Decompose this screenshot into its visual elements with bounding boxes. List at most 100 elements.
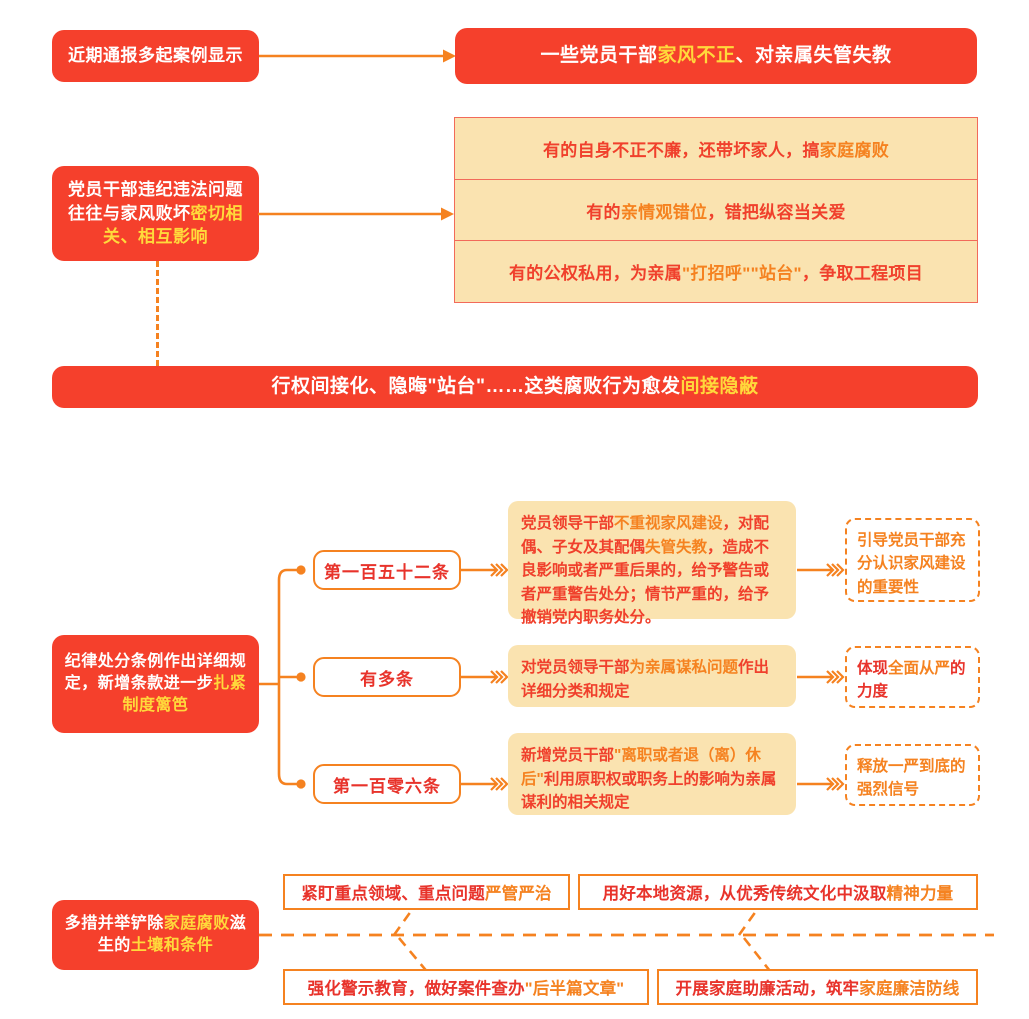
manifestation-row-2-text: 有的亲情观错位，错把纵容当关爱 <box>586 198 846 223</box>
m2-highlight: 亲情观错位 <box>620 202 708 222</box>
regulation-root-text: 纪律处分条例作出详细规定，新增条款进一步扎紧制度篱笆 <box>62 651 249 717</box>
source-box: 近期通报多起案例显示 <box>52 30 259 82</box>
measure-box-4-text: 开展家庭助廉活动，筑牢家庭廉洁防线 <box>676 975 960 999</box>
chevron-arrow-out-1-icon <box>797 563 845 577</box>
measure-box-3[interactable]: 强化警示教育，做好案件查办"后半篇文章" <box>283 969 649 1005</box>
headline-text: 一些党员干部家风不正、对亲属失管失教 <box>540 43 891 69</box>
measures-root-box: 多措并举铲除家庭腐败滋生的土壤和条件 <box>52 900 259 970</box>
clause-outcome-3: 释放一严到底的强烈信号 <box>845 744 980 806</box>
source-box-text: 近期通报多起案例显示 <box>68 46 243 66</box>
m1-prefix: 有的自身不正不廉，还带坏家人，搞 <box>542 140 820 160</box>
b1d0: 党员领导干部 <box>521 515 615 532</box>
headline-prefix: 一些党员干部 <box>540 44 658 66</box>
clause-outcome-1-text: 引导党员干部充分认识家风建设的重要性 <box>857 532 966 596</box>
headline-suffix: 、对亲属失管失教 <box>735 44 892 66</box>
mb3-highlight: "后半篇文章" <box>524 980 625 998</box>
m-root-3: 土壤和条件 <box>130 937 214 954</box>
clause-outcome-3-text: 释放一严到底的强烈信号 <box>857 758 966 798</box>
measure-box-3-text: 强化警示教育，做好案件查办"后半篇文章" <box>308 975 625 999</box>
b1d1: 不重视家风建设 <box>614 515 723 532</box>
m2-suffix: ，错把纵容当关爱 <box>707 202 846 222</box>
mb3-prefix: 强化警示教育，做好案件查办 <box>307 980 525 998</box>
reg-root-highlight: 扎紧制度篱笆 <box>122 674 247 715</box>
measure-box-1[interactable]: 紧盯重点领域、重点问题严管严治 <box>283 874 570 910</box>
mb1-prefix: 紧盯重点领域、重点问题 <box>301 885 485 903</box>
reg-root-prefix: 纪律处分条例作出详细规定，新增条款进一步 <box>64 652 247 692</box>
cause-highlight: 密切相关、相互影响 <box>103 203 243 247</box>
summary-highlight: 间接隐蔽 <box>680 375 759 397</box>
m2-prefix: 有的 <box>586 202 621 222</box>
b2o2: 的力度 <box>857 660 966 701</box>
cause-prefix: 党员干部违纪违法问题往往与家风败坏 <box>68 180 243 223</box>
b3o0: 释放一严到底的强烈信号 <box>857 758 966 799</box>
clause-pill-1[interactable]: 第一百五十二条 <box>313 550 461 590</box>
clause-outcome-2-text: 体现全面从严的力度 <box>857 660 966 700</box>
measure-box-4[interactable]: 开展家庭助廉活动，筑牢家庭廉洁防线 <box>657 969 978 1005</box>
clause-pill-2[interactable]: 有多条 <box>313 657 461 697</box>
chevron-arrow-out-3-icon <box>797 777 845 791</box>
b1d2: ，对配偶、子女及其配偶 <box>521 515 770 556</box>
b1d3: 失管失教 <box>645 538 708 556</box>
manifestation-row-2: 有的亲情观错位，错把纵容当关爱 <box>455 180 977 242</box>
clause-detail-3: 新增党员干部"离职或者退（离）休后"利用原职权或职务上的影响为亲属谋利的相关规定 <box>508 733 796 815</box>
b2d1: 为亲属谋私问题 <box>629 659 739 676</box>
clause-detail-1-text: 党员领导干部不重视家风建设，对配偶、子女及其配偶失管失教，造成不良影响或者严重后… <box>521 515 769 626</box>
mb1-highlight: 严管严治 <box>484 885 552 903</box>
arrow-cause-to-table <box>258 207 454 221</box>
m3-highlight: "打招呼""站台" <box>681 264 802 284</box>
manifestation-row-3: 有的公权私用，为亲属"打招呼""站台"，争取工程项目 <box>455 241 977 302</box>
chevron-arrow-2-icon <box>461 670 509 684</box>
mb4-highlight: 家庭廉洁防线 <box>859 980 960 998</box>
summary-text: 行权间接化、隐晦"站台"……这类腐败行为愈发间接隐蔽 <box>271 374 758 400</box>
m-root-2: 滋生的 <box>97 914 247 954</box>
summary-prefix: 行权间接化、隐晦"站台"……这类腐败行为愈发 <box>271 375 681 397</box>
b1d4: ，造成不良影响或者严重后果的，给予警告或者严重警告处分；情节严重的，给予撤销党内… <box>521 538 770 627</box>
m3-suffix: ，争取工程项目 <box>801 264 924 284</box>
mb2-highlight: 精神力量 <box>886 885 954 903</box>
m3-prefix: 有的公权私用，为亲属 <box>508 264 682 284</box>
b1o0: 引导党员干部充分认识家风建设的重要性 <box>857 532 966 596</box>
chevron-arrow-out-2-icon <box>797 670 845 684</box>
m-root-1: 家庭腐败 <box>163 914 230 932</box>
b3d1: "离职或者退（离）休后" <box>521 747 761 788</box>
regulation-root-box: 纪律处分条例作出详细规定，新增条款进一步扎紧制度篱笆 <box>52 635 259 733</box>
manifestation-row-1-text: 有的自身不正不廉，还带坏家人，搞家庭腐败 <box>543 136 889 161</box>
m1-highlight: 家庭腐败 <box>819 140 889 160</box>
b2d2: 作出详细分类和规定 <box>521 659 770 700</box>
clause-detail-3-text: 新增党员干部"离职或者退（离）休后"利用原职权或职务上的影响为亲属谋利的相关规定 <box>521 747 776 811</box>
clause-pill-1-label: 第一百五十二条 <box>324 562 450 582</box>
b2d0: 对党员领导干部 <box>521 659 630 676</box>
summary-banner: 行权间接化、隐晦"站台"……这类腐败行为愈发间接隐蔽 <box>52 366 978 408</box>
cause-box: 党员干部违纪违法问题往往与家风败坏密切相关、相互影响 <box>52 166 259 261</box>
clause-pill-2-label: 有多条 <box>360 669 414 689</box>
headline-highlight: 家风不正 <box>657 44 736 66</box>
clause-detail-1: 党员领导干部不重视家风建设，对配偶、子女及其配偶失管失教，造成不良影响或者严重后… <box>508 501 796 626</box>
clause-detail-2-text: 对党员领导干部为亲属谋私问题作出详细分类和规定 <box>521 659 769 700</box>
headline-box: 一些党员干部家风不正、对亲属失管失教 <box>455 28 977 84</box>
chevron-arrow-3-icon <box>461 777 509 791</box>
measure-box-1-text: 紧盯重点领域、重点问题严管严治 <box>301 880 552 904</box>
arrow-source-to-headline <box>258 49 456 63</box>
dashed-connector-cause-summary <box>156 261 159 366</box>
b2o1: 全面从严 <box>888 660 951 677</box>
measure-box-2-text: 用好本地资源，从优秀传统文化中汲取精神力量 <box>603 880 954 904</box>
cause-text: 党员干部违纪违法问题往往与家风败坏密切相关、相互影响 <box>62 178 249 248</box>
clause-detail-2: 对党员领导干部为亲属谋私问题作出详细分类和规定 <box>508 645 796 707</box>
m-root-0: 多措并举铲除 <box>64 914 164 932</box>
tree-bracket-connector <box>259 565 306 789</box>
b3d0: 新增党员干部 <box>521 747 615 764</box>
manifestation-row-1: 有的自身不正不廉，还带坏家人，搞家庭腐败 <box>455 118 977 180</box>
mb4-prefix: 开展家庭助廉活动，筑牢 <box>675 980 860 998</box>
clause-outcome-2: 体现全面从严的力度 <box>845 646 980 708</box>
clause-outcome-1: 引导党员干部充分认识家风建设的重要性 <box>845 518 980 602</box>
clause-pill-3[interactable]: 第一百零六条 <box>313 764 461 804</box>
clause-pill-3-label: 第一百零六条 <box>333 776 441 796</box>
b3d2: 利用原职权或职务上的影响为亲属谋利的相关规定 <box>521 770 777 812</box>
b2o0: 体现 <box>857 660 889 677</box>
manifestation-row-3-text: 有的公权私用，为亲属"打招呼""站台"，争取工程项目 <box>509 259 923 284</box>
measure-box-2[interactable]: 用好本地资源，从优秀传统文化中汲取精神力量 <box>578 874 978 910</box>
manifestation-table: 有的自身不正不廉，还带坏家人，搞家庭腐败 有的亲情观错位，错把纵容当关爱 有的公… <box>454 117 978 303</box>
chevron-arrow-1-icon <box>461 563 509 577</box>
measures-root-text: 多措并举铲除家庭腐败滋生的土壤和条件 <box>62 913 249 957</box>
